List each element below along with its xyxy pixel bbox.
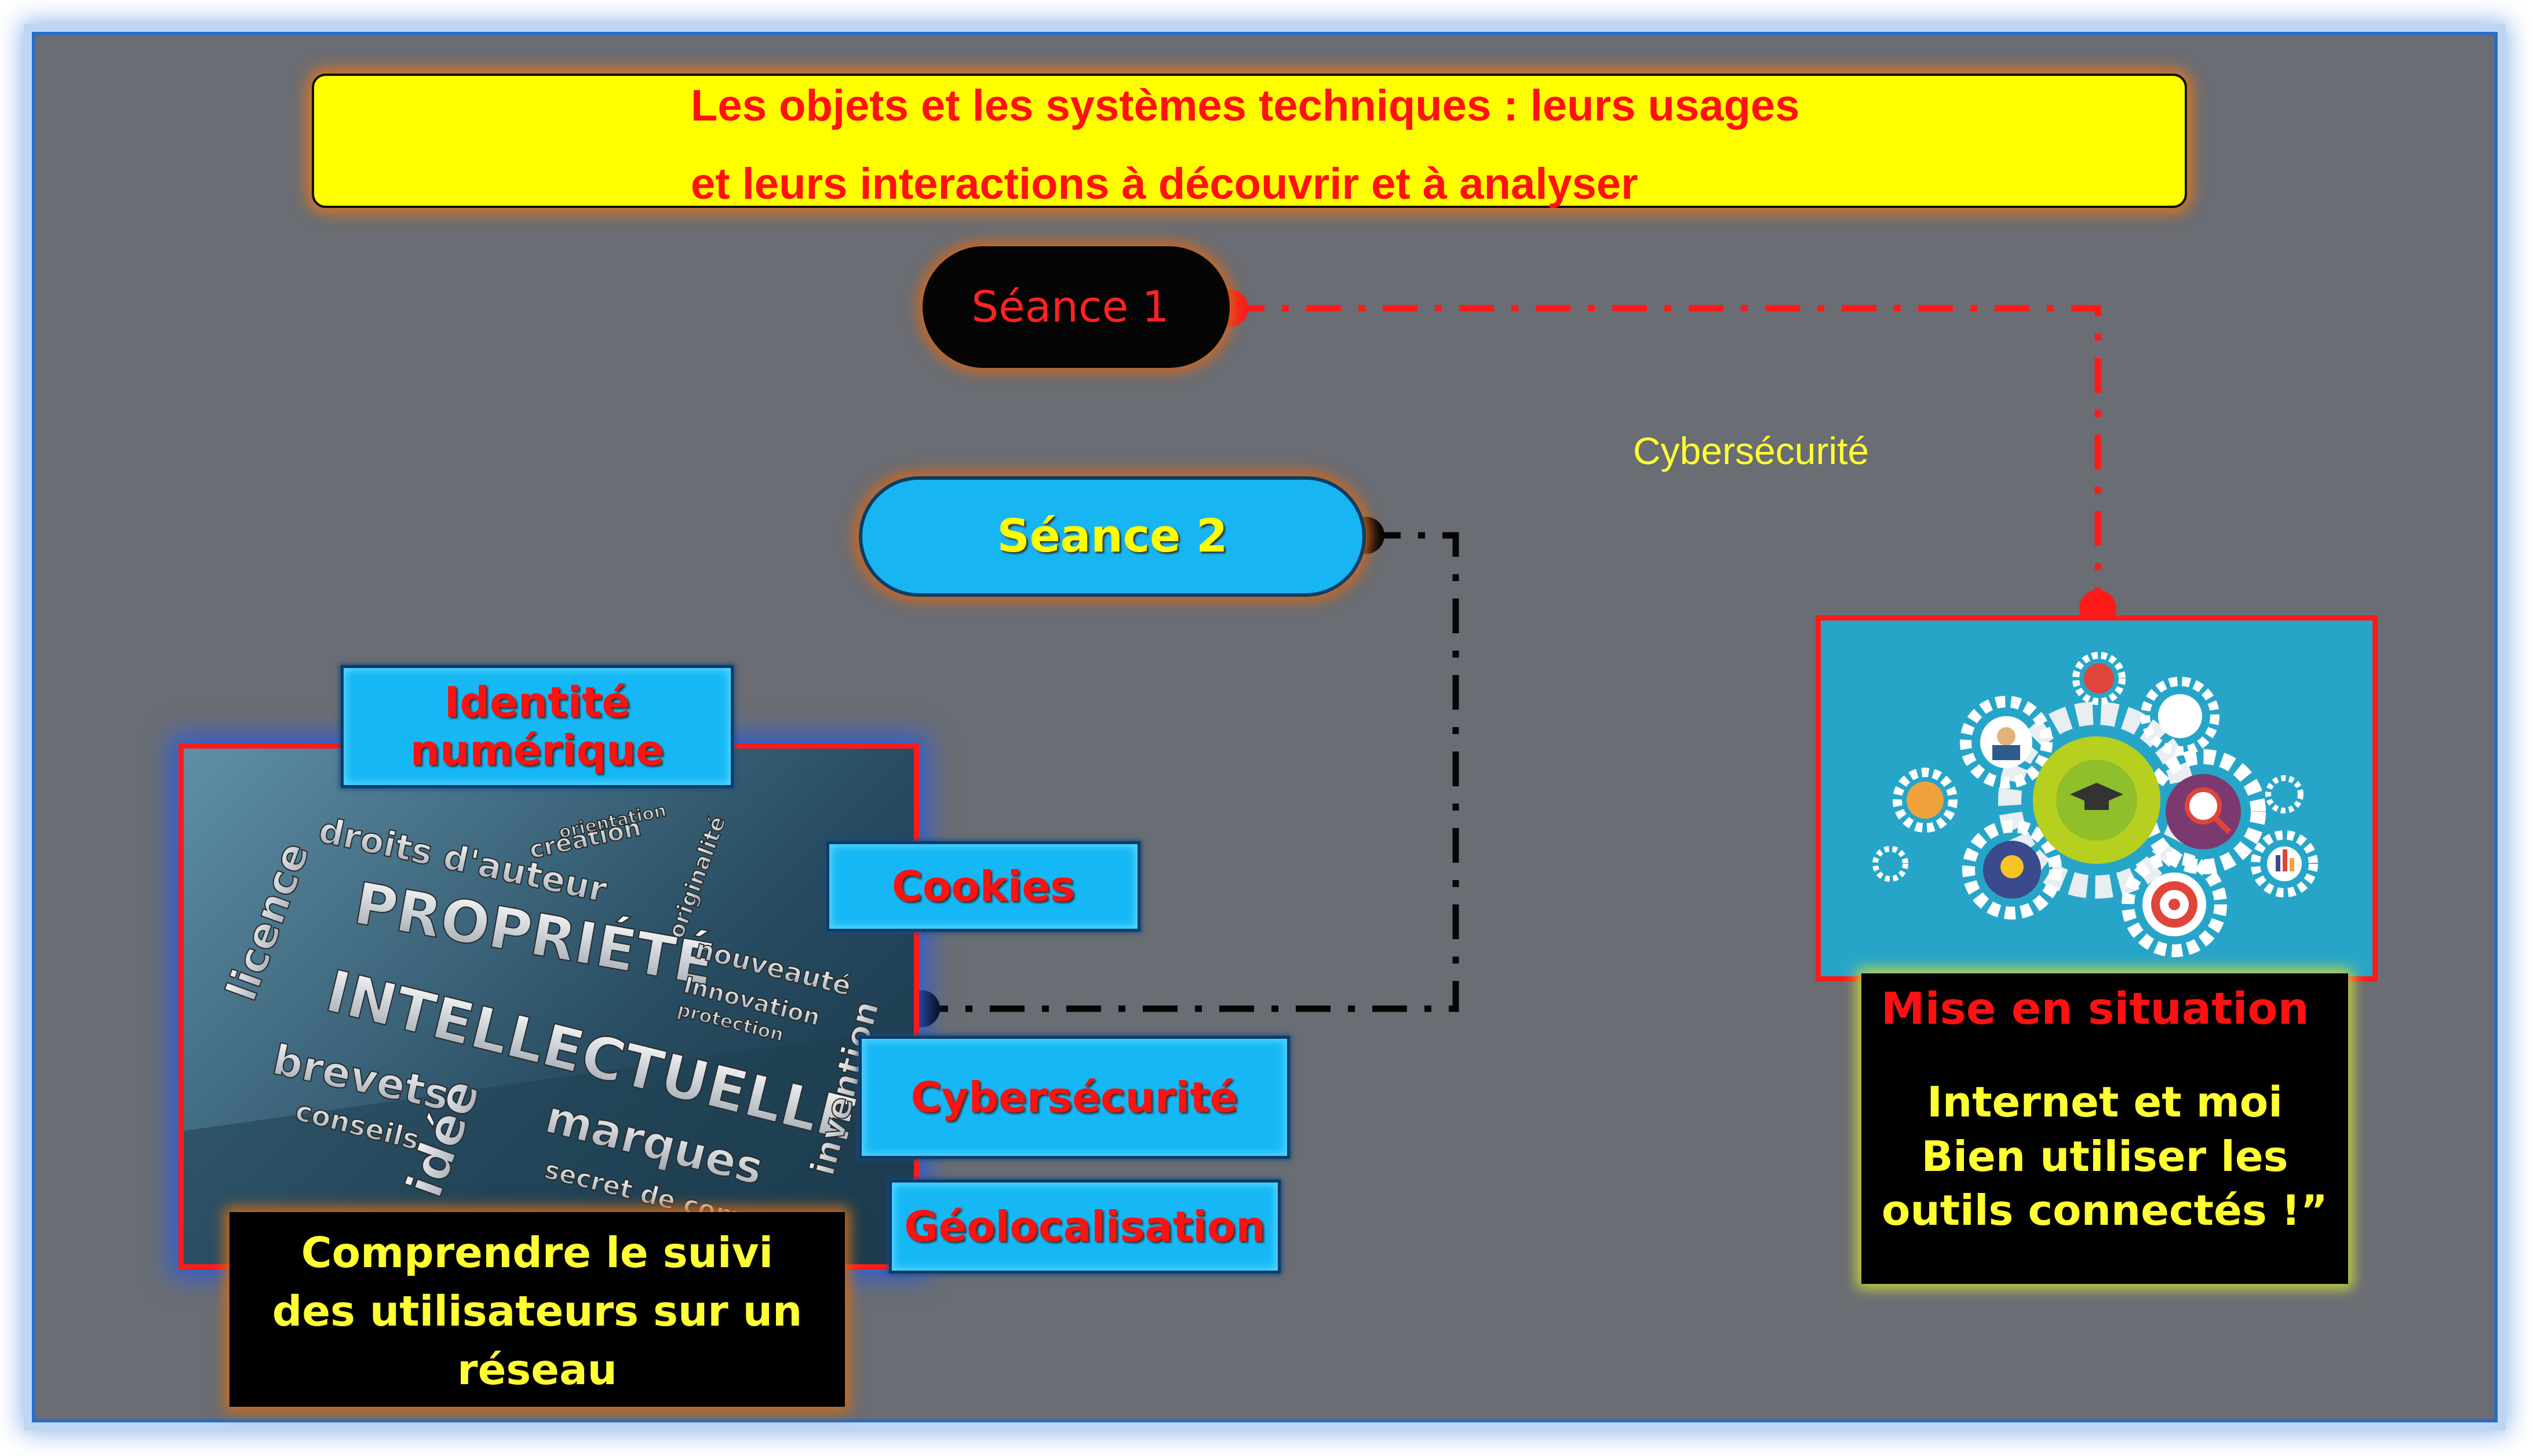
right-box-line-3: outils connectés !” [1882, 1186, 2328, 1235]
tag-cookies: Cookies [826, 841, 1140, 932]
title-banner: Les objets et les systèmes techniques : … [312, 74, 2187, 209]
right-box-heading: Mise en situation [1881, 983, 2309, 1034]
left-description-text: Comprendre le suivi des utilisateurs sur… [272, 1228, 803, 1394]
right-description-box: Mise en situation Internet et moi Bien u… [1861, 973, 2348, 1284]
gears-illustration [1872, 652, 2318, 957]
word-cloud-illustration: droits d'auteur création orientation ori… [184, 800, 914, 1264]
seance-1-node: Séance 1 [923, 246, 1230, 368]
seance-1-label: Séance 1 [971, 282, 1169, 332]
word-cloud-image: droits d'auteur création orientation ori… [178, 743, 919, 1269]
tag-cybersecurite-label: Cybersécurité [910, 1072, 1238, 1122]
connector-seance2 [921, 532, 1459, 1012]
title-line-1: Les objets et les systèmes techniques : … [691, 81, 1800, 130]
word-licence: licence [217, 836, 319, 1007]
right-box-line-2: Bien utiliser les [1921, 1132, 2288, 1181]
right-box-line-1: Internet et moi [1927, 1078, 2283, 1127]
tag-geolocalisation-label: Géolocalisation [904, 1202, 1266, 1251]
title-line-2: et leurs interactions à découvrir et à a… [691, 159, 1638, 209]
connector-seance1 [1230, 305, 2101, 608]
tag-geolocalisation: Géolocalisation [889, 1180, 1281, 1273]
tag-identite-numerique: Identité numérique [341, 665, 734, 788]
gears-image [1816, 615, 2378, 981]
connector-label: Cybersécurité [1633, 429, 1869, 472]
seance-2-node: Séance 2 [859, 476, 1366, 597]
tag-cookies-label: Cookies [891, 862, 1076, 911]
left-description-box: Comprendre le suivi des utilisateurs sur… [229, 1212, 845, 1407]
tag-cybersecurite: Cybersécurité [859, 1036, 1290, 1159]
word-originalite: originalité [663, 813, 731, 942]
seance-2-label: Séance 2 [997, 510, 1228, 563]
tag-identite-label: Identité numérique [410, 678, 665, 775]
